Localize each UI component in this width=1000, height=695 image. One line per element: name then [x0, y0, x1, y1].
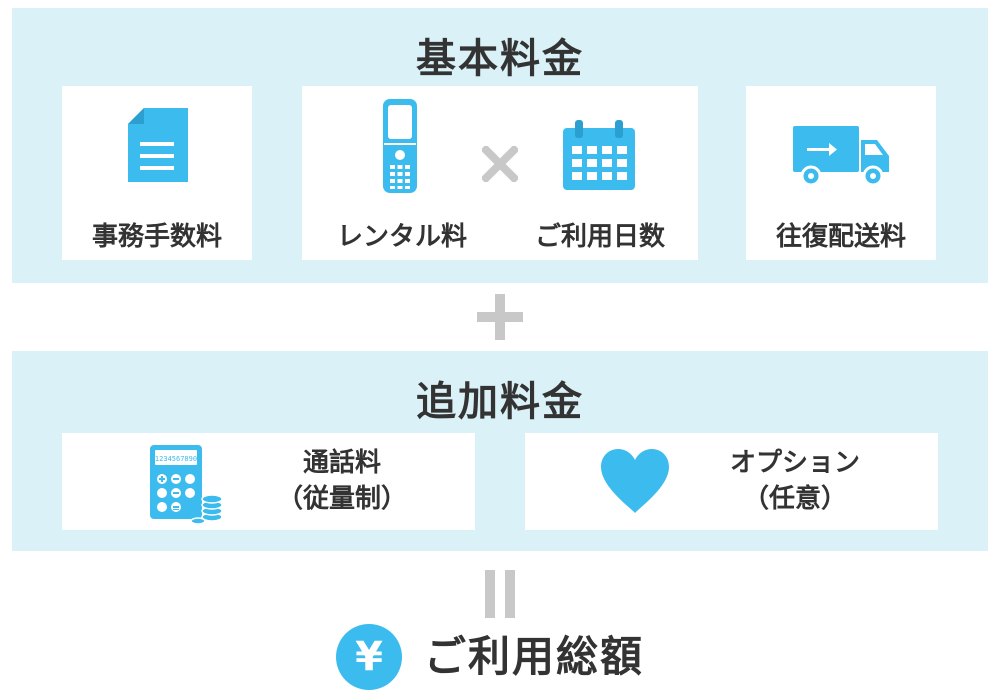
shipping-fee-label: 往復配送料 — [775, 222, 906, 252]
heart-icon — [601, 449, 669, 513]
plus-icon — [477, 294, 523, 340]
multiply-icon — [482, 146, 518, 182]
call-fee-title: 通話料 — [302, 448, 381, 478]
option-label: オプション （任意） — [705, 445, 885, 517]
rental-fee-label: レンタル料 — [336, 222, 467, 252]
yen-icon: ¥ — [336, 624, 402, 690]
truck-icon — [793, 126, 889, 187]
shipping-card: 往復配送料 — [746, 86, 936, 260]
admin-fee-card: 事務手数料 — [62, 86, 252, 260]
option-card: オプション （任意） — [525, 433, 938, 530]
call-fee-label: 通話料 （従量制） — [262, 445, 422, 517]
option-title: オプション — [729, 448, 860, 478]
usage-days-label: ご利用日数 — [534, 222, 665, 252]
calculator-display-text: 1234567890 — [155, 455, 197, 463]
option-note: （任意） — [742, 484, 847, 514]
flip-phone-icon — [383, 99, 417, 193]
total-amount-label: ご利用総額 — [424, 632, 645, 681]
call-fee-card: 1234567890 通話料 （従量制） — [62, 433, 475, 530]
equals-icon — [485, 570, 515, 618]
calendar-icon — [563, 120, 635, 190]
additional-fee-title: 追加料金 — [416, 379, 584, 425]
admin-fee-label: 事務手数料 — [91, 222, 222, 252]
rental-card: レンタル料 ご利用日数 — [302, 86, 698, 260]
calculator-icon: 1234567890 — [150, 445, 223, 525]
call-fee-note: （従量制） — [276, 484, 407, 514]
basic-fee-title: 基本料金 — [416, 36, 584, 82]
document-icon — [128, 108, 188, 182]
